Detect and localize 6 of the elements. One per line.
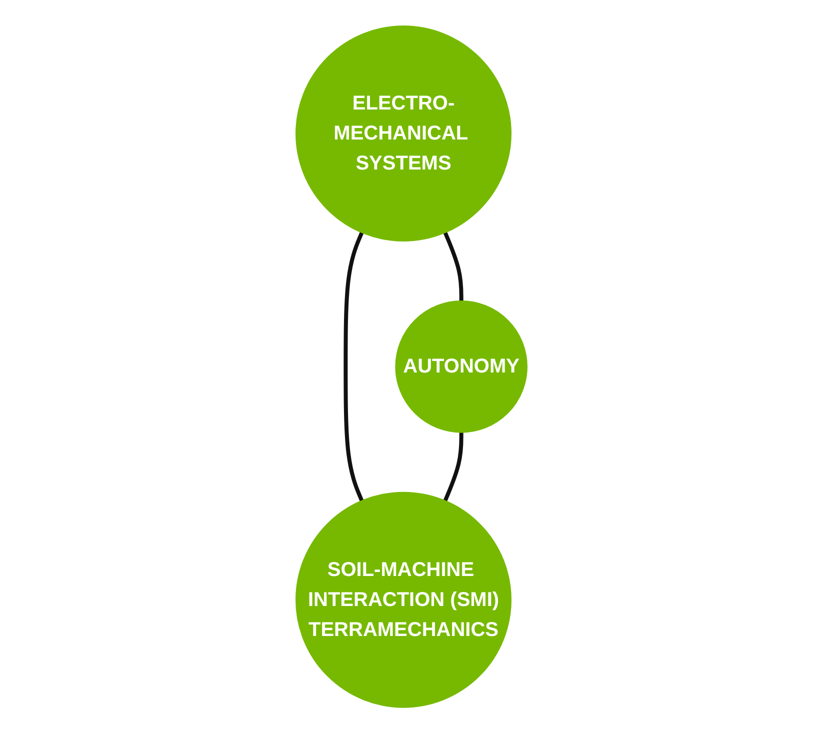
connector (443, 432, 464, 502)
connector (344, 232, 364, 502)
connector (443, 232, 464, 302)
node-circle: ELECTRO-MECHANICAL SYSTEMS (296, 26, 512, 242)
node-circle: AUTONOMY (395, 300, 528, 434)
node-circle: SOIL-MACHINE INTERACTION (SMI) TERRAMECHANICS (296, 492, 512, 708)
